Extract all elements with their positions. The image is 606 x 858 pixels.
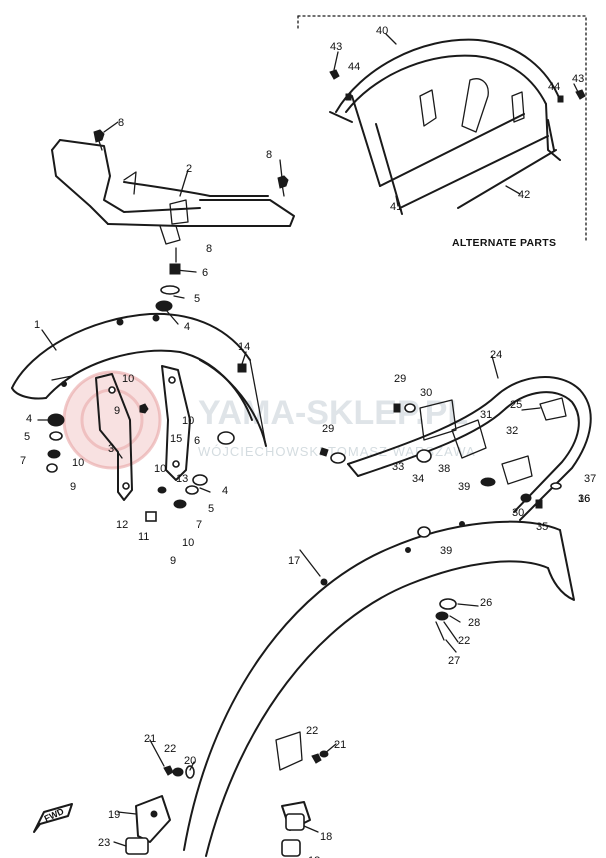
- part-number-label: 16: [578, 493, 590, 505]
- part-number-label: 43: [572, 73, 584, 85]
- part-number-label: 34: [412, 473, 424, 485]
- part-number-label: 25: [510, 399, 522, 411]
- part-number-label: 40: [376, 25, 388, 37]
- part-number-label: 27: [448, 655, 460, 667]
- part-number-label: 37: [584, 473, 596, 485]
- part-number-labels: 1 2 3 4 4 4 5 5 5 6 6 7 7 8 8 8 9 9 9 10…: [20, 25, 596, 858]
- part-number-label: 10: [182, 415, 194, 427]
- part-number-label: 31: [480, 409, 492, 421]
- part-number-label: 30: [512, 507, 524, 519]
- part-number-label: 5: [208, 503, 214, 515]
- alternate-stay-41: [351, 95, 549, 215]
- part-number-label: 9: [114, 405, 120, 417]
- part-number-label: 36: [578, 493, 590, 505]
- part-number-label: 44: [348, 61, 360, 73]
- part-number-label: 19: [108, 809, 120, 821]
- part-number-label: 12: [116, 519, 128, 531]
- part-number-label: 23: [98, 837, 110, 849]
- part-number-label: 14: [238, 341, 250, 353]
- part-number-label: 24: [490, 349, 502, 361]
- part-number-label: 7: [20, 455, 26, 467]
- part-number-label: 7: [196, 519, 202, 531]
- part-number-label: 13: [176, 473, 188, 485]
- fwd-arrow: FWD: [33, 803, 73, 833]
- rear-fender-17: [183, 520, 575, 857]
- part-number-label: 11: [138, 531, 149, 543]
- part-number-label: 42: [518, 189, 530, 201]
- part-number-label: 9: [170, 555, 176, 567]
- part-number-label: 38: [438, 463, 450, 475]
- part-number-label: 15: [170, 433, 182, 445]
- part-number-label: 21: [144, 733, 156, 745]
- fasteners: [46, 69, 586, 779]
- part-number-label: 30: [420, 387, 432, 399]
- svg-text:FWD: FWD: [43, 806, 66, 824]
- part-number-label: 33: [392, 461, 404, 473]
- alternate-fender-40: [329, 38, 561, 161]
- part-number-label: 22: [458, 635, 470, 647]
- part-number-label: 18: [320, 831, 332, 843]
- leader-lines: [37, 33, 579, 847]
- part-number-label: 10: [122, 373, 134, 385]
- reflector-18: [281, 801, 311, 857]
- part-number-label: 5: [194, 293, 200, 305]
- part-number-label: 6: [202, 267, 208, 279]
- part-number-label: 29: [394, 373, 406, 385]
- part-number-label: 6: [194, 435, 200, 447]
- part-number-label: 4: [26, 413, 32, 425]
- part-number-label: 8: [206, 243, 212, 255]
- part-number-label: 39: [440, 545, 452, 557]
- rear-stay-24: [347, 376, 592, 521]
- part-number-label: 18: [308, 855, 320, 858]
- part-number-label: 21: [334, 739, 346, 751]
- part-number-label: 9: [70, 481, 76, 493]
- part-number-label: 10: [72, 457, 84, 469]
- part-number-label: 4: [222, 485, 228, 497]
- part-number-label: 41: [390, 201, 402, 213]
- alternate-parts-label: ALTERNATE PARTS: [452, 237, 556, 249]
- fender-stay-3: [95, 365, 235, 501]
- part-number-label: 8: [118, 117, 124, 129]
- bracket-19: [135, 795, 171, 843]
- part-number-label: 32: [506, 425, 518, 437]
- part-number-label: 20: [184, 755, 196, 767]
- part-number-label: 3: [108, 443, 114, 455]
- part-number-label: 1: [34, 319, 40, 331]
- watermark: YAMA-SKLEP.PL WÓJCIECHOWSKI TOMASZ WARSZ…: [62, 370, 476, 470]
- part-number-label: 17: [288, 555, 300, 567]
- front-fender-1: [11, 312, 267, 447]
- part-number-label: 22: [164, 743, 176, 755]
- alternate-stay-42: [457, 119, 557, 209]
- alternate-parts-frame: [297, 15, 587, 241]
- part-number-label: 29: [322, 423, 334, 435]
- watermark-subtext: WÓJCIECHOWSKI TOMASZ WARSZAWA: [198, 444, 476, 459]
- part-number-label: 28: [468, 617, 480, 629]
- part-number-label: 43: [330, 41, 342, 53]
- part-number-label: 22: [306, 725, 318, 737]
- fender-bracket-2: [51, 139, 295, 245]
- part-number-label: 26: [480, 597, 492, 609]
- part-number-label: 44: [548, 81, 560, 93]
- part-number-label: 2: [186, 163, 192, 175]
- part-number-label: 5: [24, 431, 30, 443]
- part-number-label: 10: [182, 537, 194, 549]
- part-number-label: 4: [184, 321, 190, 333]
- part-number-label: 39: [458, 481, 470, 493]
- part-number-label: 35: [536, 521, 548, 533]
- part-number-label: 10: [154, 463, 166, 475]
- part-number-label: 8: [266, 149, 272, 161]
- reflector-23: [125, 837, 149, 855]
